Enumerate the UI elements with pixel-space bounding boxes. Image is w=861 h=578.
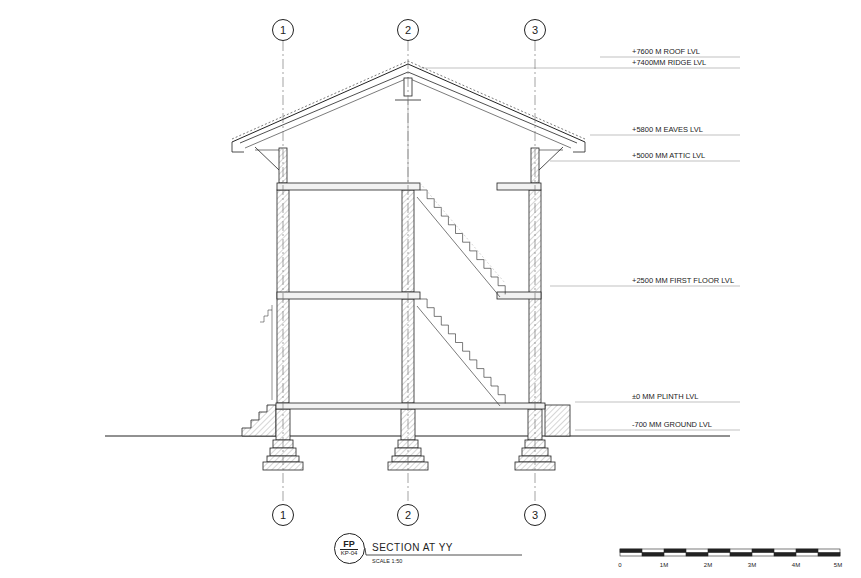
scale-number: 5M [834,561,842,570]
grid-number: 3 [532,509,538,521]
grid-bubble: 2 [397,504,419,526]
grid-number: 1 [280,509,286,521]
scale-number: 4M [792,561,800,570]
entry-steps [242,405,276,436]
grid-bubble: 3 [524,19,546,41]
grid-number: 3 [532,24,538,36]
grid-line [408,41,409,504]
stairs [417,183,505,406]
grid-line [283,41,284,504]
footings [263,409,555,470]
level-label: +5000 MM ATTIC LVL [632,151,705,160]
level-lines [420,57,740,430]
level-label: +2500 MM FIRST FLOOR LVL [632,276,734,285]
level-label: +7400MM RIDGE LVL [632,58,706,67]
scale-number: 0 [618,561,621,570]
level-label: +7600 M ROOF LVL [632,47,700,56]
title-underline [366,555,522,556]
scale-number: 3M [748,561,756,570]
drawing-title: SECTION AT YY [372,542,453,554]
slabs [276,183,545,409]
grid-bubble: 1 [272,504,294,526]
grid-number: FP [340,539,358,550]
scale-number: 2M [704,561,712,570]
scale-number: 1M [660,561,668,570]
scale-bar [620,549,840,556]
grid-bubble: 3 [524,504,546,526]
grid-number: 2 [405,24,411,36]
sheet-reference: KP-04 [338,550,361,557]
grid-line [535,41,536,504]
section-tag-bubble: FPKP-04 [334,533,365,564]
roof [232,61,585,183]
grid-bubble: 1 [272,19,294,41]
plinth-block [545,405,570,436]
grid-number: 2 [405,509,411,521]
ground-line [105,436,730,437]
level-label: ±0 MM PLINTH LVL [632,392,699,401]
scale-note: SCALE 1:50 [372,557,402,566]
walls [277,148,541,403]
level-label: +5800 M EAVES LVL [632,125,703,134]
grid-number: 1 [280,24,286,36]
level-label: -700 MM GROUND LVL [632,420,712,429]
grid-bubble: 2 [397,19,419,41]
